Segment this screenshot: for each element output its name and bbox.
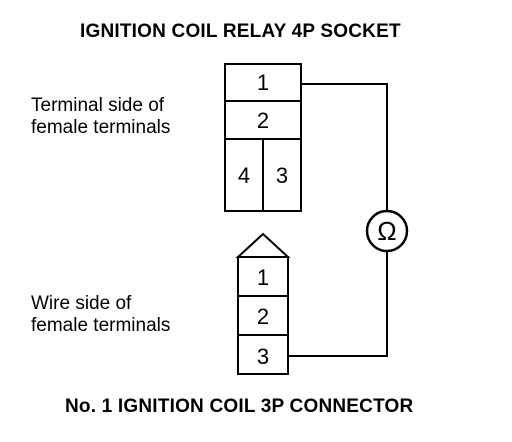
connector-terminal-3: 3	[257, 344, 269, 369]
connector-terminal-2: 2	[257, 304, 269, 329]
relay-socket: 1 2 4 3	[224, 63, 302, 212]
socket-side-label-line1: Terminal side of	[31, 95, 165, 116]
socket-terminal-2: 2	[257, 108, 269, 133]
socket-terminal-3: 3	[276, 163, 288, 188]
connector-key-tab	[235, 232, 291, 258]
socket-title: IGNITION COIL RELAY 4P SOCKET	[80, 21, 401, 42]
connector-terminal-1: 1	[257, 265, 269, 290]
connector-title: No. 1 IGNITION COIL 3P CONNECTOR	[65, 396, 414, 417]
coil-connector: 1 2 3	[235, 232, 291, 375]
test-lead-bottom	[288, 252, 388, 357]
ohm-symbol: Ω	[377, 216, 396, 246]
socket-terminal-1: 1	[257, 70, 269, 95]
test-leads	[288, 83, 388, 357]
test-lead-top	[301, 83, 388, 211]
connector-side-label-line1: Wire side of	[31, 293, 132, 314]
socket-terminal-4: 4	[238, 163, 250, 188]
socket-side-label-line2: female terminals	[31, 117, 171, 138]
socket-side-label: Terminal side of female terminals	[31, 95, 170, 139]
connector-side-label: Wire side of female terminals	[31, 293, 170, 337]
connector-side-label-line2: female terminals	[31, 315, 171, 336]
ohmmeter-icon: Ω	[365, 209, 409, 253]
connector-outline	[237, 256, 289, 375]
